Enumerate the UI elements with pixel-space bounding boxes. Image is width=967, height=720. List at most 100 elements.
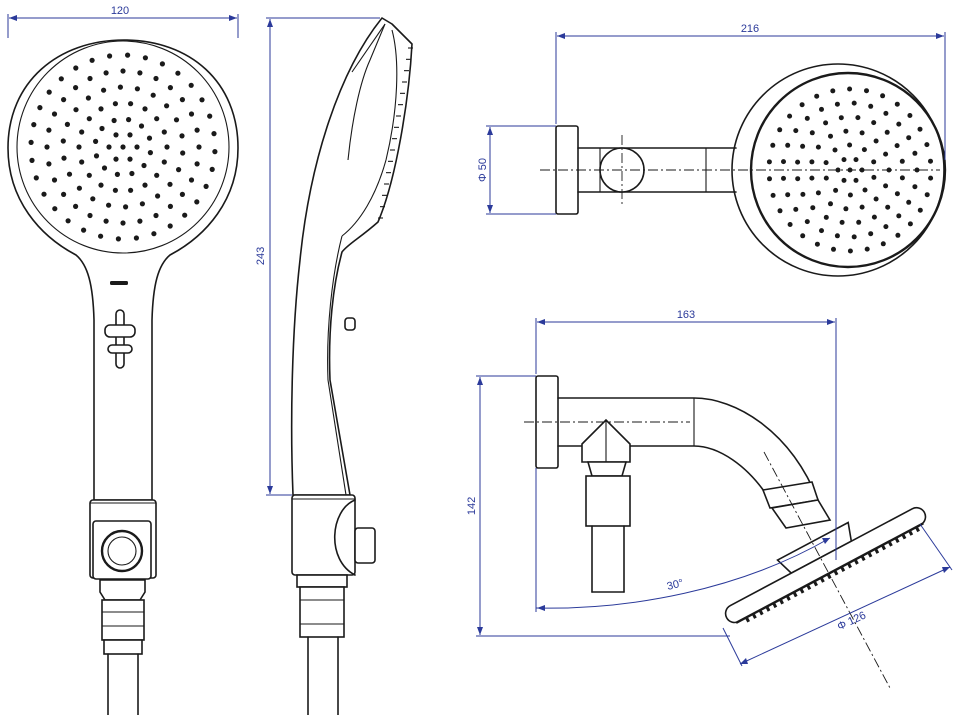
- nozzle: [841, 157, 847, 163]
- nozzle: [207, 113, 213, 119]
- nozzle: [76, 144, 82, 150]
- nozzle: [154, 172, 160, 178]
- brand-mark: [110, 281, 128, 285]
- nozzle: [861, 147, 867, 153]
- nozzle: [896, 121, 902, 127]
- nozzle: [106, 202, 112, 208]
- nozzle: [885, 204, 891, 210]
- nozzle-tick: [901, 534, 907, 540]
- nozzle: [33, 175, 39, 181]
- nozzle: [851, 100, 857, 106]
- nozzle: [61, 97, 67, 103]
- nozzle: [828, 133, 833, 139]
- flange-diameter-dimension: [486, 125, 556, 215]
- nozzle: [785, 192, 791, 198]
- spray-face-inner-ring: [16, 40, 230, 254]
- nozzle: [907, 113, 913, 118]
- nozzle: [883, 183, 889, 189]
- wall-bracket-side: [291, 494, 376, 716]
- tilt-angle-label: 30°: [666, 577, 685, 593]
- nozzle: [129, 170, 135, 177]
- nozzle-tick: [827, 574, 832, 580]
- nozzle: [815, 190, 821, 196]
- nozzle: [86, 116, 92, 122]
- nozzle: [120, 144, 126, 150]
- nozzle: [73, 203, 79, 209]
- nozzle: [914, 167, 920, 173]
- nozzle: [835, 167, 841, 173]
- nozzle-tick: [793, 592, 798, 598]
- handset-spray-nozzles: [28, 52, 218, 242]
- nozzle: [134, 144, 140, 150]
- head-diameter-dimension: [722, 523, 953, 667]
- nozzle: [112, 101, 118, 107]
- nozzle: [111, 117, 117, 124]
- nozzle: [864, 246, 870, 252]
- nozzle: [161, 129, 167, 135]
- nozzle: [894, 191, 900, 197]
- wall-bracket-front: [89, 499, 157, 580]
- nozzle: [871, 159, 877, 165]
- nozzle: [51, 111, 58, 117]
- nozzle: [99, 125, 105, 132]
- nozzle: [98, 106, 104, 112]
- nozzle: [896, 213, 902, 219]
- nozzle: [777, 208, 783, 214]
- nozzle: [871, 214, 877, 220]
- nozzle: [188, 177, 195, 183]
- handset-side-view: 243: [255, 17, 413, 716]
- nozzle: [87, 212, 93, 219]
- nozzle-tick: [820, 577, 825, 583]
- nozzle: [864, 88, 869, 94]
- nozzle: [44, 144, 50, 150]
- nozzle: [823, 214, 829, 220]
- nozzle: [153, 212, 159, 219]
- nozzle: [196, 144, 202, 150]
- nozzle: [814, 241, 820, 247]
- nozzle: [868, 231, 874, 237]
- nozzle: [928, 158, 933, 164]
- diverter-side: [581, 418, 631, 593]
- nozzle: [73, 85, 79, 91]
- nozzle: [28, 139, 34, 145]
- nozzle-tick: [752, 613, 757, 619]
- nozzle: [834, 101, 840, 107]
- nozzle: [76, 185, 82, 191]
- nozzle: [823, 160, 829, 166]
- nozzle: [141, 162, 147, 169]
- nozzle: [928, 175, 934, 181]
- nozzle: [924, 192, 930, 198]
- nozzle: [46, 127, 52, 133]
- nozzle: [894, 101, 900, 107]
- nozzle: [912, 150, 918, 156]
- nozzle: [179, 97, 185, 103]
- nozzle: [883, 110, 889, 116]
- nozzle: [855, 115, 861, 121]
- nozzle: [194, 199, 200, 205]
- nozzle-tick: [772, 603, 778, 609]
- nozzle-tick: [867, 552, 873, 558]
- fixed-head-top-view: 216 Φ 50: [477, 23, 947, 277]
- arm-length-label: 216: [741, 23, 759, 35]
- nozzle: [880, 93, 886, 99]
- nozzle: [182, 212, 188, 218]
- nozzle: [766, 159, 772, 165]
- nozzle: [150, 92, 156, 98]
- nozzle-tick: [840, 566, 846, 572]
- nozzle: [65, 218, 71, 224]
- nozzle: [907, 221, 913, 227]
- nozzle: [819, 228, 824, 234]
- nozzle: [847, 167, 853, 173]
- drop-dimension: [476, 375, 730, 637]
- nozzle-tick: [847, 563, 852, 569]
- nozzle: [113, 132, 119, 138]
- nozzle: [79, 159, 85, 165]
- nozzle: [52, 206, 58, 212]
- nozzle-tick: [854, 559, 859, 565]
- handset-width-dimension: [7, 14, 239, 38]
- nozzle: [873, 196, 879, 202]
- nozzle: [804, 219, 810, 225]
- nozzle-tick: [759, 610, 764, 616]
- nozzle: [103, 218, 109, 224]
